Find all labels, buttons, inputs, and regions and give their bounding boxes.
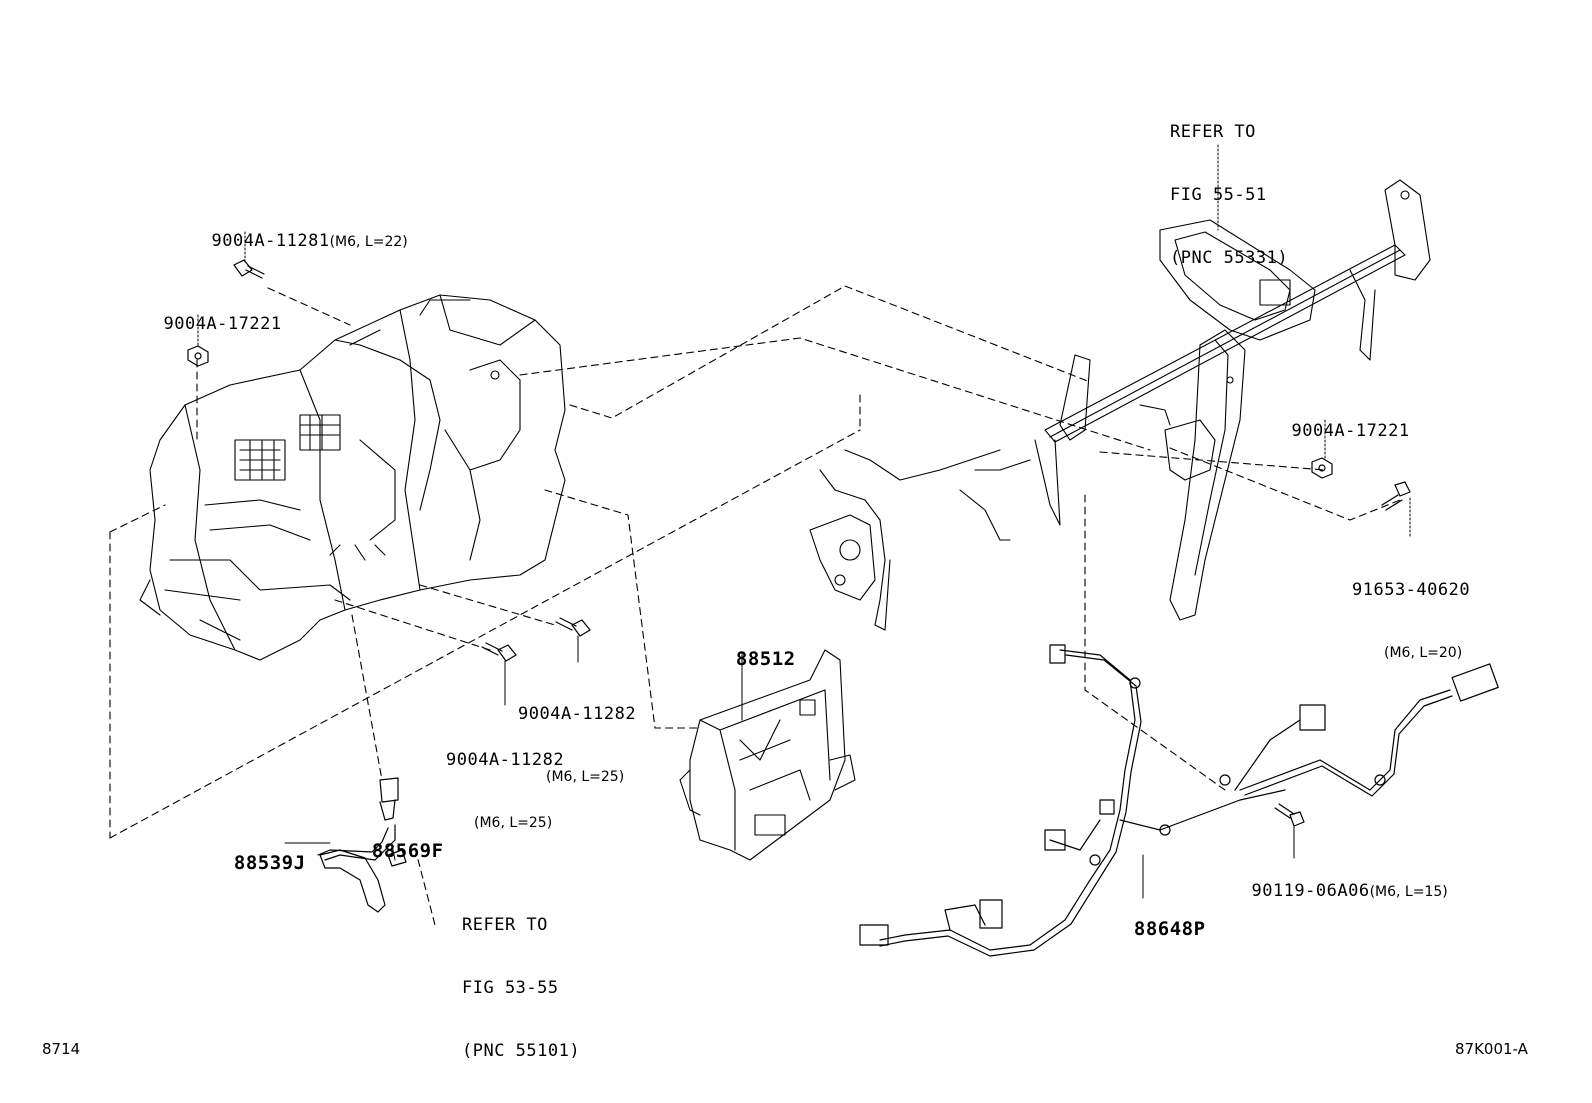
part-spec: (M6, L=25) bbox=[546, 769, 625, 785]
ref-line-3: (PNC 55101) bbox=[462, 1041, 581, 1061]
part-label-88569f: 88569F bbox=[348, 820, 444, 862]
part-label-91653-40620: 91653-40620 (M6, L=20) bbox=[1352, 538, 1470, 685]
part-spec: (M6, L=15) bbox=[1369, 884, 1448, 900]
fasteners bbox=[188, 260, 1410, 826]
ref-line-1: REFER TO bbox=[462, 915, 548, 935]
duct-tube bbox=[318, 778, 406, 912]
part-number: 9004A-11281 bbox=[211, 231, 330, 251]
part-spec: (M6, L=22) bbox=[329, 234, 408, 250]
ref-line-3: (PNC 55331) bbox=[1170, 248, 1289, 268]
part-number: 9004A-17221 bbox=[1291, 421, 1410, 441]
part-spec: (M6, L=20) bbox=[1384, 645, 1463, 661]
part-label-88539j: 88539J bbox=[210, 832, 306, 874]
leader-lines bbox=[198, 145, 1410, 898]
dashed-assembly-lines bbox=[110, 286, 1400, 925]
part-label-9004a-17221-left: 9004A-17221 bbox=[142, 293, 282, 335]
part-number: 88539J bbox=[233, 852, 306, 874]
wire-harness bbox=[860, 645, 1498, 956]
part-label-9004a-11282-b: 9004A-11282 (M6, L=25) bbox=[446, 708, 564, 855]
part-label-9004a-17221-right: 9004A-17221 bbox=[1270, 400, 1410, 442]
reference-note-hvac: REFER TO FIG 55-51 (PNC 55331) bbox=[1170, 80, 1288, 290]
part-label-9004a-11281: 9004A-11281(M6, L=22) bbox=[190, 210, 408, 253]
part-number: 88569F bbox=[371, 840, 444, 862]
reinforcement-beam bbox=[810, 180, 1430, 630]
hvac-unit bbox=[140, 295, 565, 660]
part-number: 88512 bbox=[735, 648, 796, 670]
reference-note-duct: REFER TO FIG 53-55 (PNC 55101) bbox=[462, 873, 580, 1083]
part-number: 90119-06A06 bbox=[1251, 881, 1370, 901]
ecu-bracket bbox=[680, 650, 855, 860]
ref-line-2: FIG 53-55 bbox=[462, 978, 559, 998]
part-number: 9004A-17221 bbox=[163, 314, 282, 334]
part-label-9004a-11282-a: 9004A-11282 (M6, L=25) bbox=[518, 662, 636, 809]
part-number: 9004A-11282 bbox=[518, 704, 637, 724]
part-number: 88648P bbox=[1133, 918, 1206, 940]
ref-line-2: FIG 55-51 bbox=[1170, 185, 1267, 205]
part-label-90119-06a06: 90119-06A06(M6, L=15) bbox=[1230, 860, 1448, 903]
part-label-88512: 88512 bbox=[712, 628, 796, 670]
part-number: 91653-40620 bbox=[1352, 580, 1471, 600]
ref-line-1: REFER TO bbox=[1170, 122, 1256, 142]
part-number: 9004A-11282 bbox=[446, 750, 565, 770]
part-label-88648p: 88648P bbox=[1110, 898, 1206, 940]
page-code: 8714 bbox=[42, 1040, 81, 1058]
illustration-code: 87K001-A bbox=[1455, 1040, 1528, 1058]
part-spec: (M6, L=25) bbox=[474, 815, 553, 831]
